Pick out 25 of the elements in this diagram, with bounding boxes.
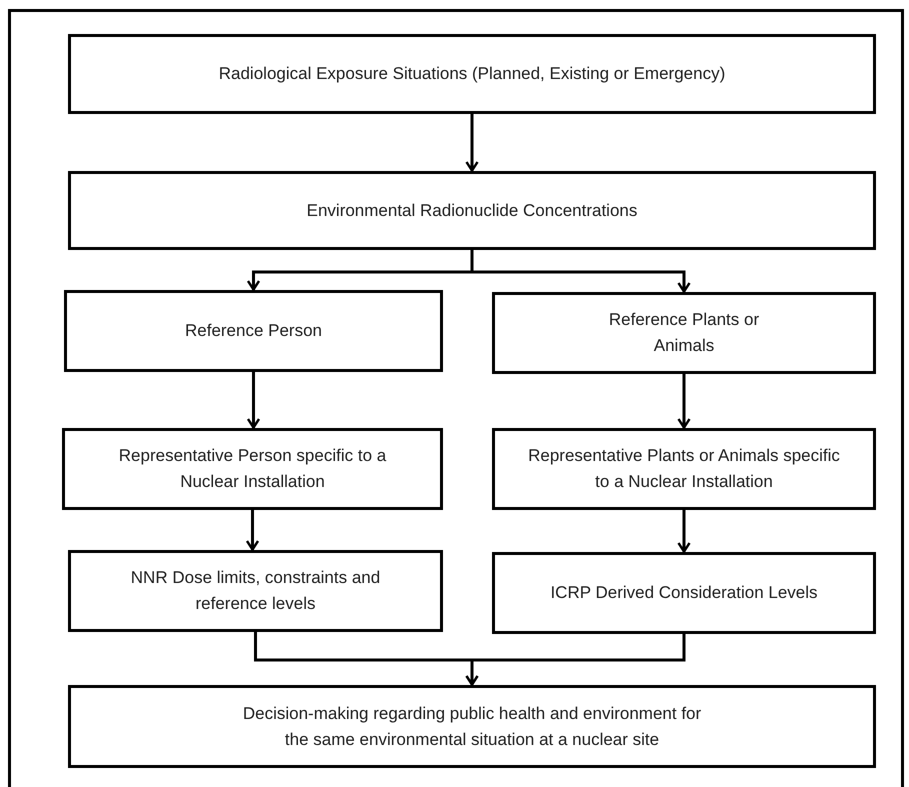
arrow (677, 510, 691, 553)
process-box (492, 552, 876, 634)
box-text: Radiological Exposure Situations (Planned, Existing or Emergency) (218, 63, 726, 85)
box-text: ICRP Derived Consideration Levels (550, 582, 818, 604)
process-box (64, 290, 443, 372)
arrow (470, 250, 691, 293)
process-box (62, 428, 443, 510)
process-box (492, 428, 876, 510)
process-box (68, 685, 876, 768)
box-text: Environmental Radionuclide Concentrations (306, 200, 638, 222)
arrow (246, 372, 260, 429)
process-box (68, 171, 876, 250)
box-text: Representative Person specific to a Nuclear Installation (118, 445, 388, 493)
arrow (465, 114, 479, 172)
box-text: Representative Plants or Animals specific to a Nuclear Installation (527, 445, 841, 493)
box-text: Decision-making regarding public health and environment for the same environmental situation at a nuclear site (242, 702, 702, 750)
process-box (492, 292, 876, 374)
box-text: Reference Plants or Animals (608, 309, 760, 357)
arrow (246, 510, 260, 551)
box-text: Reference Person (184, 320, 322, 342)
process-box (68, 550, 443, 632)
arrow (677, 374, 691, 429)
process-box (68, 34, 876, 114)
arrow (465, 634, 686, 686)
box-text: NNR Dose limits, constraints and reference levels (130, 567, 382, 615)
